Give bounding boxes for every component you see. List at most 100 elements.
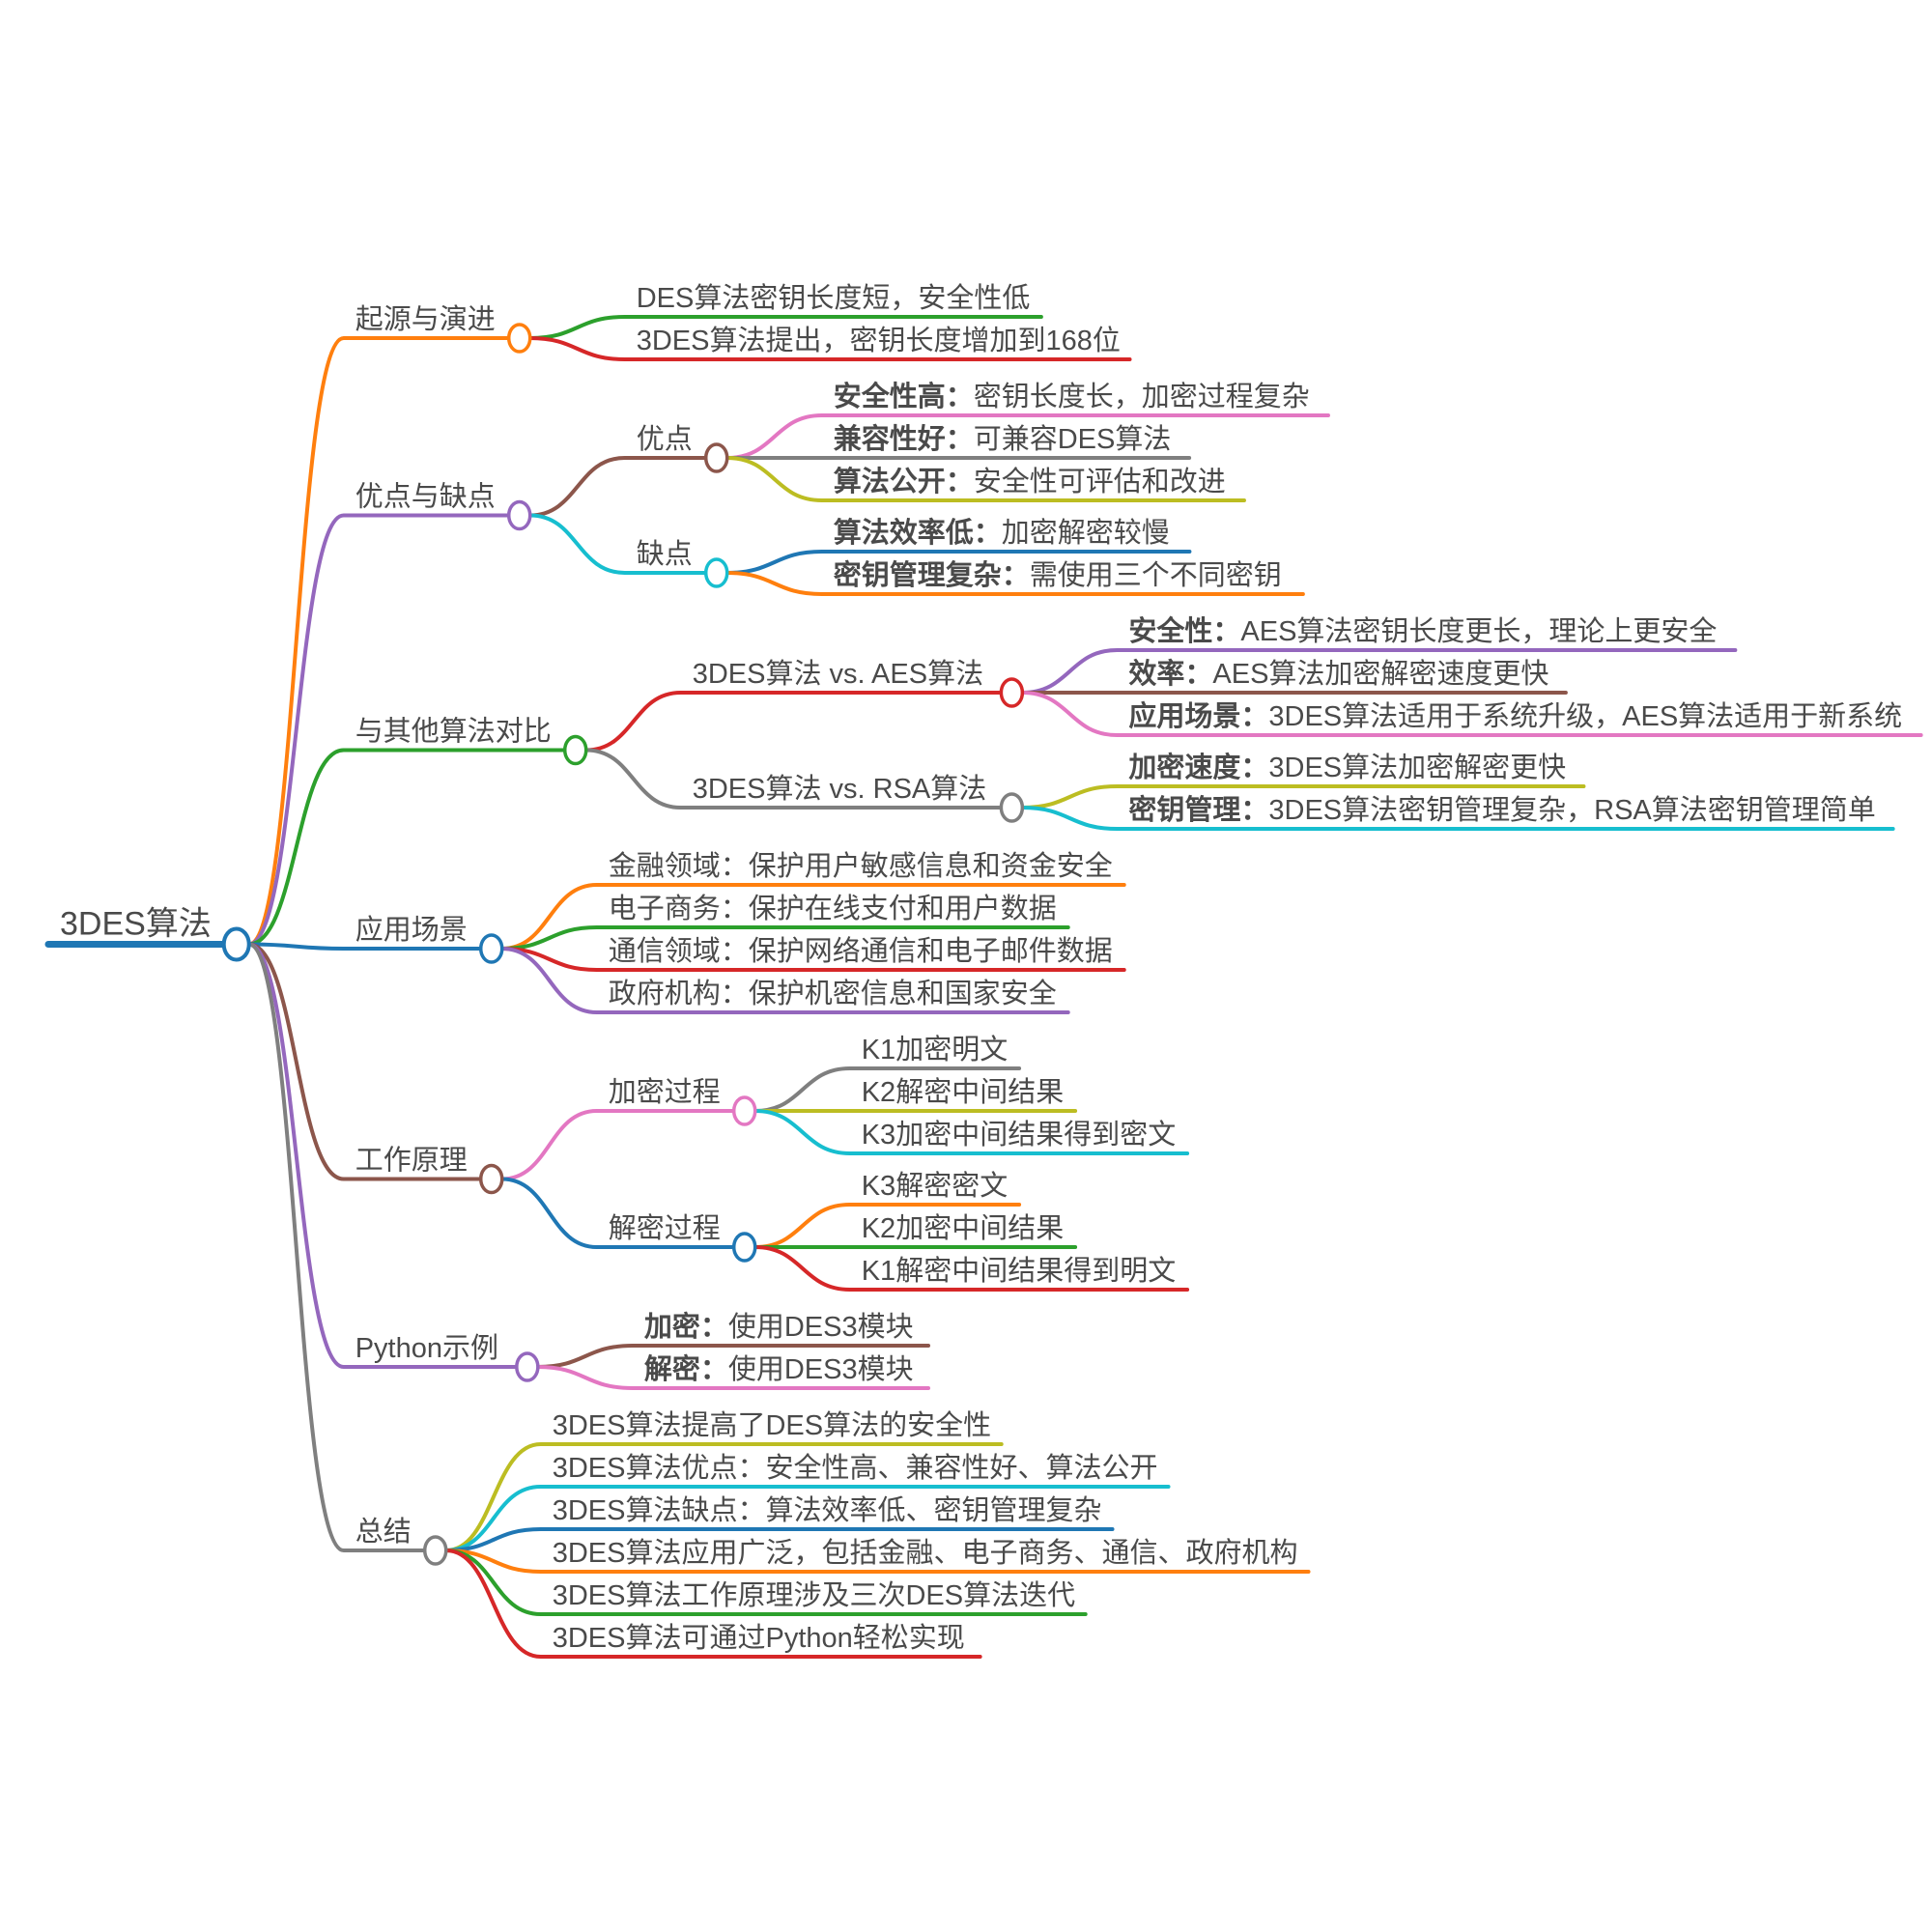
node-label-text: 与其他算法对比: [355, 716, 552, 748]
labels-layer: 3DES算法 起源与演进 DES算法密钥长度短，安全性低 3DES算法提出，密钥长度增…: [60, 282, 1902, 1654]
node-label-text: 3DES算法加密解密更快: [1268, 752, 1566, 783]
node-collapse-circle[interactable]: [506, 323, 532, 354]
node-collapse-circle[interactable]: [478, 1163, 504, 1195]
node-label-text: K3加密中间结果得到密文: [862, 1119, 1176, 1151]
node-label-prefix: 解密：: [644, 1352, 728, 1385]
node-label-text: 工作原理: [355, 1145, 468, 1177]
node-collapse-circle[interactable]: [703, 557, 729, 588]
node-label-text: K3解密密文: [862, 1170, 1008, 1202]
node-collapse-circle[interactable]: [515, 1351, 540, 1382]
node-label-text: 密钥长度长，加密过程复杂: [974, 381, 1310, 412]
branch-line: [753, 1109, 1190, 1155]
node-label[interactable]: 3DES算法优点：安全性高、兼容性好、算法公开: [553, 1452, 1158, 1484]
node-label-text: 总结: [355, 1516, 412, 1548]
node-label-prefix: 密钥管理复杂：: [834, 558, 1030, 591]
node-collapse-circle[interactable]: [731, 1095, 757, 1126]
node-label[interactable]: Python示例: [355, 1332, 498, 1364]
node-label[interactable]: 3DES算法提高了DES算法的安全性: [553, 1409, 991, 1441]
branch-line: [246, 748, 565, 947]
node-label-prefix: 应用场景：: [1128, 699, 1268, 732]
node-label[interactable]: 3DES算法工作原理涉及三次DES算法迭代: [553, 1579, 1075, 1611]
branch-line: [724, 413, 1330, 460]
node-collapse-circle[interactable]: [221, 926, 251, 962]
branch-line: [443, 1485, 1171, 1552]
node-label-text: K2解密中间结果: [862, 1076, 1064, 1108]
node-label[interactable]: 应用场景：3DES算法适用于系统升级，AES算法适用于新系统: [1128, 699, 1902, 732]
node-label[interactable]: 效率：AES算法加密解密速度更快: [1128, 657, 1548, 690]
node-label[interactable]: 金融领域：保护用户敏感信息和资金安全: [609, 850, 1113, 882]
branch-line: [499, 947, 1070, 1014]
node-label[interactable]: 通信领域：保护网络通信和电子邮件数据: [609, 935, 1113, 967]
node-label[interactable]: 3DES算法提出，密钥长度增加到168位: [637, 325, 1121, 356]
node-label[interactable]: 优点: [637, 423, 693, 455]
branch-line: [583, 691, 1002, 753]
node-label[interactable]: 总结: [355, 1516, 412, 1548]
branch-line: [724, 571, 1305, 596]
node-label-text: 通信领域：保护网络通信和电子邮件数据: [609, 935, 1113, 967]
node-label[interactable]: 政府机构：保护机密信息和国家安全: [609, 978, 1057, 1009]
node-label-text: 3DES算法缺点：算法效率低、密钥管理复杂: [553, 1494, 1102, 1526]
node-label[interactable]: 解密：使用DES3模块: [644, 1352, 914, 1385]
node-collapse-circle[interactable]: [422, 1535, 448, 1566]
node-label-prefix: 效率：: [1128, 657, 1212, 690]
node-label[interactable]: 优点与缺点: [355, 481, 496, 513]
node-collapse-circle[interactable]: [999, 792, 1025, 823]
node-label-text: 加密解密较慢: [1002, 517, 1170, 549]
node-label[interactable]: 密钥管理：3DES算法密钥管理复杂，RSA算法密钥管理简单: [1128, 793, 1875, 826]
branch-line: [535, 1365, 931, 1390]
node-label[interactable]: 兼容性好：可兼容DES算法: [834, 422, 1172, 455]
node-collapse-circle[interactable]: [731, 1232, 757, 1263]
node-label[interactable]: K3解密密文: [862, 1170, 1008, 1202]
node-collapse-circle[interactable]: [562, 734, 588, 766]
node-label-prefix: 密钥管理：: [1128, 793, 1268, 826]
node-label[interactable]: K2解密中间结果: [862, 1076, 1064, 1108]
node-collapse-circle[interactable]: [478, 933, 504, 964]
branch-line: [753, 1066, 1022, 1113]
node-label[interactable]: K1解密中间结果得到明文: [862, 1255, 1176, 1287]
node-label[interactable]: 3DES算法 vs. AES算法: [693, 658, 983, 690]
node-label[interactable]: 3DES算法应用广泛，包括金融、电子商务、通信、政府机构: [553, 1537, 1298, 1569]
node-label[interactable]: 缺点: [637, 538, 693, 570]
node-collapse-circle[interactable]: [999, 677, 1025, 708]
branch-line: [499, 883, 1126, 951]
node-collapse-circle[interactable]: [703, 442, 729, 473]
node-label[interactable]: 应用场景: [355, 914, 468, 946]
node-label[interactable]: 算法效率低：加密解密较慢: [834, 516, 1170, 549]
node-label[interactable]: 起源与演进: [355, 303, 496, 335]
node-label-prefix: 算法公开：: [834, 465, 974, 497]
node-label[interactable]: 3DES算法可通过Python轻松实现: [553, 1622, 965, 1654]
node-label-text: AES算法加密解密速度更快: [1212, 658, 1548, 690]
node-collapse-circle[interactable]: [506, 499, 532, 531]
node-label[interactable]: 加密过程: [609, 1076, 721, 1108]
node-label-text: 需使用三个不同密钥: [1030, 559, 1282, 591]
branch-line: [583, 748, 1002, 810]
branch-line: [1020, 648, 1738, 695]
node-label[interactable]: 3DES算法 vs. RSA算法: [693, 773, 987, 805]
node-label[interactable]: 电子商务：保护在线支付和用户数据: [609, 893, 1057, 924]
root-node-label[interactable]: 3DES算法: [60, 906, 212, 943]
node-label[interactable]: 加密：使用DES3模块: [644, 1310, 914, 1343]
node-label[interactable]: 加密速度：3DES算法加密解密更快: [1128, 751, 1566, 783]
node-label[interactable]: 与其他算法对比: [355, 716, 552, 748]
node-label-prefix: 算法效率低：: [834, 516, 1002, 549]
edges-layer: [44, 315, 1923, 1659]
node-label[interactable]: 算法公开：安全性可评估和改进: [834, 465, 1226, 497]
node-label-text: 使用DES3模块: [728, 1311, 914, 1343]
branch-line: [527, 456, 706, 518]
node-label[interactable]: 3DES算法缺点：算法效率低、密钥管理复杂: [553, 1494, 1102, 1526]
node-label-text: K2加密中间结果: [862, 1212, 1064, 1244]
node-label[interactable]: K1加密明文: [862, 1034, 1008, 1065]
node-label[interactable]: K3加密中间结果得到密文: [862, 1119, 1176, 1151]
node-label[interactable]: K2加密中间结果: [862, 1212, 1064, 1244]
node-label[interactable]: 安全性：AES算法密钥长度更长，理论上更安全: [1128, 614, 1717, 647]
branch-line: [246, 942, 425, 1552]
node-label[interactable]: 安全性高：密钥长度长，加密过程复杂: [834, 380, 1310, 412]
node-label[interactable]: DES算法密钥长度短，安全性低: [637, 282, 1031, 314]
node-label-text: 3DES算法提高了DES算法的安全性: [553, 1409, 991, 1441]
node-label[interactable]: 解密过程: [609, 1212, 721, 1244]
node-label[interactable]: 工作原理: [355, 1145, 468, 1177]
node-label[interactable]: 密钥管理复杂：需使用三个不同密钥: [834, 558, 1282, 591]
node-label-prefix: 安全性：: [1128, 614, 1240, 647]
branch-line: [1020, 806, 1895, 831]
